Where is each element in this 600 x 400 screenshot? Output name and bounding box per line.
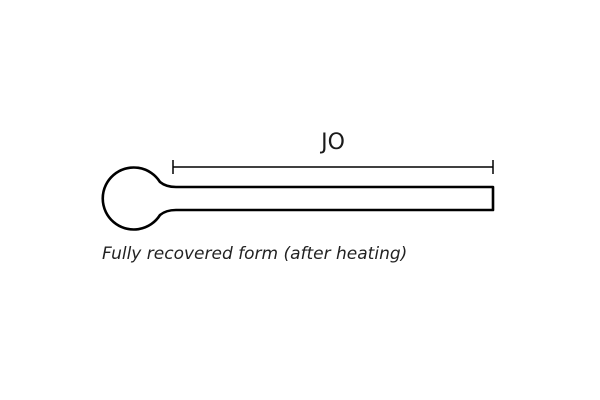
recovered-specimen-outline (101, 166, 495, 231)
dimension-line (172, 160, 494, 174)
dimension-label: JO (321, 130, 345, 155)
caption: Fully recovered form (after heating) (102, 244, 408, 264)
